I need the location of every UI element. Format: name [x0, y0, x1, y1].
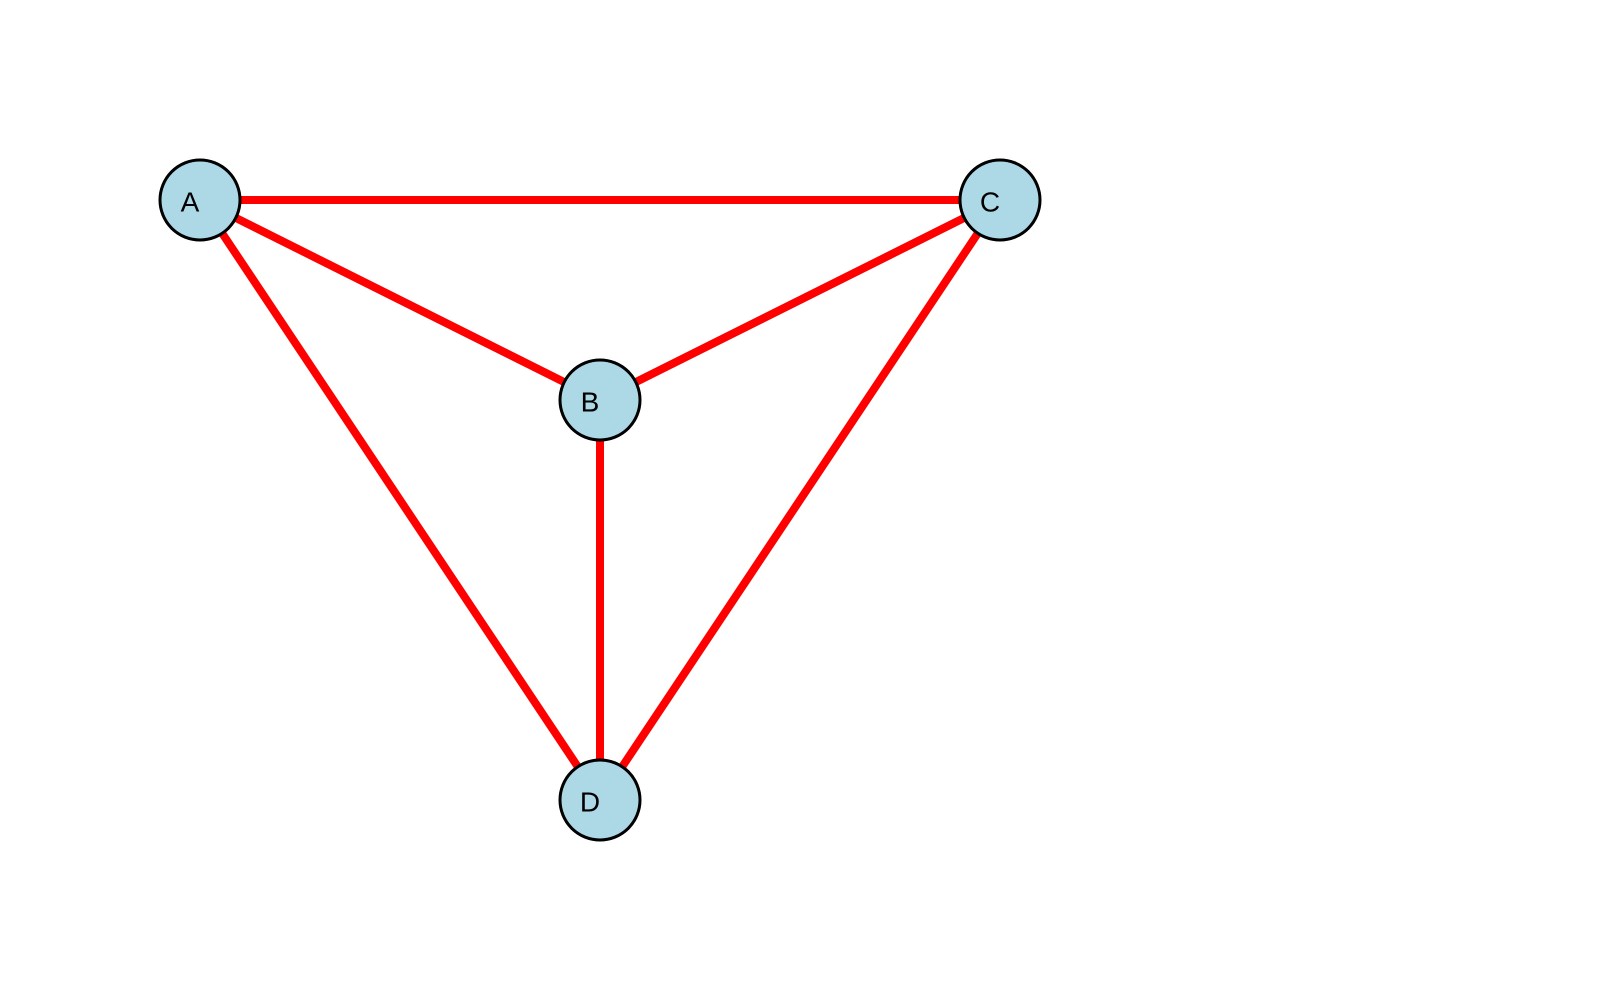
edge-b-c [598, 196, 1002, 404]
node-c: C [958, 158, 1042, 242]
node-label-c: C [980, 187, 1000, 218]
node-circle-b [558, 358, 642, 442]
node-a: A [158, 158, 242, 242]
node-d: D [558, 758, 642, 842]
edge-c-d [596, 197, 1004, 803]
node-circle-c [958, 158, 1042, 242]
edge-a-d [196, 197, 604, 803]
node-circle-d [558, 758, 642, 842]
nodes-layer: A B C D [158, 158, 1042, 842]
edge-a-b [198, 196, 602, 404]
node-b: B [558, 358, 642, 442]
node-label-b: B [581, 387, 600, 418]
edges-layer [196, 196, 1004, 803]
node-label-a: A [181, 187, 200, 218]
node-circle-a [158, 158, 242, 242]
node-label-d: D [580, 787, 600, 818]
